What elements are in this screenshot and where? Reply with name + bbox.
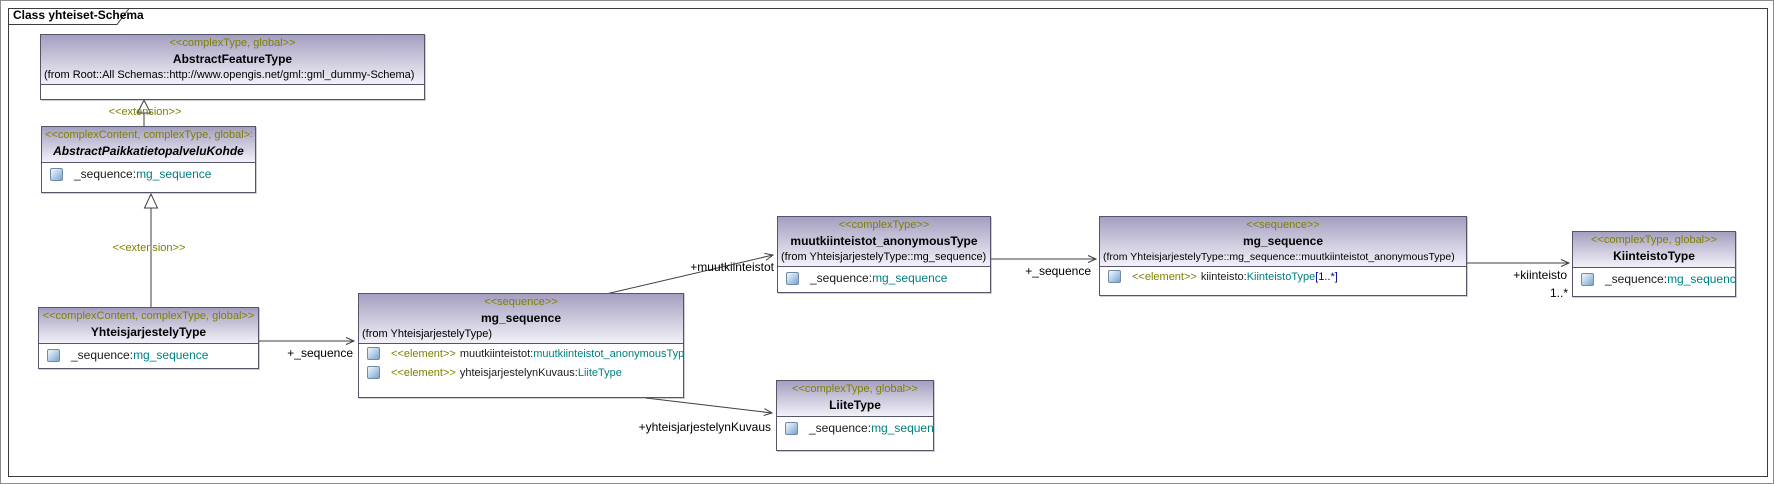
attribute-name: _sequence: bbox=[71, 348, 134, 362]
stereotype-label: <<complexType, global>> bbox=[169, 37, 296, 49]
diagram-frame-tab bbox=[8, 8, 130, 25]
attribute-name: _sequence: bbox=[810, 271, 873, 285]
stereotype-label: <<sequence>> bbox=[1246, 219, 1320, 231]
class-name: AbstractPaikkatietopalveluKohde bbox=[53, 144, 244, 158]
element-row[interactable]: <<element>> muutkiinteistot:muutkiinteis… bbox=[359, 344, 683, 363]
attribute-type-link[interactable]: mg_sequence bbox=[872, 271, 948, 285]
stereotype-label: <<complexType>> bbox=[838, 219, 930, 231]
element-row[interactable]: <<element>> yhteisjarjestelynKuvaus:Liit… bbox=[359, 363, 683, 382]
attribute-row[interactable]: _sequence:mg_sequence bbox=[39, 344, 258, 365]
class-box-mg-sequence-right[interactable]: <<sequence>> mg_sequence (from Yhteisjar… bbox=[1099, 216, 1467, 296]
stereotype-label: <<complexType, global>> bbox=[792, 383, 918, 395]
attribute-row[interactable]: _sequence:mg_sequence bbox=[777, 417, 933, 438]
connector-label-sequence-mid: +_sequence bbox=[1025, 264, 1091, 278]
connector-label-yhteisjarjestelynkuvaus: +yhteisjarjestelynKuvaus bbox=[638, 420, 771, 434]
from-package-label: (from YhteisjarjestelyType) bbox=[362, 328, 493, 340]
attribute-icon bbox=[786, 271, 799, 285]
from-package-label: (from YhteisjarjestelyType::mg_sequence) bbox=[781, 251, 987, 263]
attribute-name: _sequence: bbox=[809, 421, 872, 435]
element-stereotype: <<element>> bbox=[391, 366, 456, 379]
class-name: LiiteType bbox=[829, 398, 881, 412]
element-type-link[interactable]: KiinteistoType bbox=[1246, 270, 1316, 283]
stereotype-label: <<complexContent, complexType, global>> bbox=[45, 129, 252, 141]
empty-compartment bbox=[41, 85, 424, 97]
class-box-yhteisjarjestely-type[interactable]: <<complexContent, complexType, global>> … bbox=[38, 307, 259, 369]
connector-label-extension-upper: <<extension>> bbox=[108, 106, 182, 118]
element-name: muutkiinteistot: bbox=[459, 347, 534, 360]
connector-label-kiinteisto: +kiinteisto bbox=[1513, 268, 1567, 282]
stereotype-label: <<sequence>> bbox=[484, 296, 558, 308]
class-box-abstract-paikkatietopalvelu-kohde[interactable]: <<complexContent, complexType, global>> … bbox=[41, 126, 256, 193]
class-box-kiinteisto-type[interactable]: <<complexType, global>> KiinteistoType _… bbox=[1572, 231, 1736, 297]
element-row[interactable]: <<element>> kiinteisto:KiinteistoType[1.… bbox=[1100, 267, 1466, 286]
association-muutkiinteistot[interactable] bbox=[605, 252, 775, 295]
association-yhteisjarjestelynkuvaus[interactable] bbox=[645, 397, 774, 417]
from-package-label: (from YhteisjarjestelyType::mg_sequence:… bbox=[1103, 251, 1455, 263]
attribute-name: _sequence: bbox=[1605, 272, 1668, 286]
connector-label-extension-lower: <<extension>> bbox=[112, 242, 186, 254]
class-name: AbstractFeatureType bbox=[172, 52, 293, 66]
attribute-icon bbox=[50, 167, 63, 181]
element-name: kiinteisto: bbox=[1200, 270, 1247, 283]
diagram-frame bbox=[8, 8, 1768, 477]
diagram-title: Class yhteiset-Schema bbox=[13, 8, 144, 22]
stereotype-label: <<complexType, global>> bbox=[1591, 234, 1717, 246]
class-name: KiinteistoType bbox=[1613, 249, 1695, 263]
class-box-mg-sequence-center[interactable]: <<sequence>> mg_sequence (from Yhteisjar… bbox=[358, 293, 684, 398]
class-box-liite-type[interactable]: <<complexType, global>> LiiteType _seque… bbox=[776, 380, 934, 451]
class-box-muutkiinteistot-anonymous-type[interactable]: <<complexType>> muutkiinteistot_anonymou… bbox=[777, 216, 991, 293]
attribute-icon bbox=[1108, 270, 1121, 283]
stereotype-label: <<complexContent, complexType, global>> bbox=[42, 310, 255, 322]
from-package-label: (from Root::All Schemas::http://www.open… bbox=[44, 69, 415, 81]
attribute-icon bbox=[785, 421, 798, 435]
generalization-triangle-icon bbox=[143, 192, 159, 209]
class-name: mg_sequence bbox=[1242, 234, 1324, 248]
class-box-abstract-feature-type[interactable]: <<complexType, global>> AbstractFeatureT… bbox=[40, 34, 425, 100]
attribute-icon bbox=[47, 348, 60, 362]
attribute-type-link[interactable]: mg_sequence bbox=[133, 348, 209, 362]
attribute-icon bbox=[1581, 272, 1594, 286]
generalization-triangle-icon bbox=[136, 98, 152, 114]
element-multiplicity: [1..*] bbox=[1315, 270, 1338, 283]
attribute-type-link[interactable]: mg_sequence bbox=[871, 421, 933, 435]
attribute-icon bbox=[367, 347, 380, 360]
attribute-row[interactable]: _sequence:mg_sequence bbox=[42, 163, 255, 184]
element-type-link[interactable]: muutkiinteistot_anonymousType bbox=[533, 347, 683, 360]
attribute-row[interactable]: _sequence:mg_sequence bbox=[1573, 268, 1735, 289]
element-type-link[interactable]: LiiteType bbox=[577, 366, 622, 379]
class-name: muutkiinteistot_anonymousType bbox=[790, 234, 978, 248]
connector-multiplicity-kiinteisto: 1..* bbox=[1549, 286, 1568, 300]
element-stereotype: <<element>> bbox=[391, 347, 456, 360]
attribute-name: _sequence: bbox=[74, 167, 137, 181]
element-name: yhteisjarjestelynKuvaus: bbox=[459, 366, 578, 379]
connector-label-muutkiinteistot: +muutkiinteistot bbox=[690, 260, 774, 274]
attribute-icon bbox=[367, 366, 380, 379]
attribute-type-link[interactable]: mg_sequence bbox=[1667, 272, 1735, 286]
element-stereotype: <<element>> bbox=[1132, 270, 1197, 283]
attribute-type-link[interactable]: mg_sequence bbox=[136, 167, 212, 181]
class-name: mg_sequence bbox=[480, 311, 562, 325]
attribute-row[interactable]: _sequence:mg_sequence bbox=[778, 267, 990, 288]
class-name: YhteisjarjestelyType bbox=[90, 325, 207, 339]
connector-label-sequence-left: +_sequence bbox=[287, 346, 353, 360]
